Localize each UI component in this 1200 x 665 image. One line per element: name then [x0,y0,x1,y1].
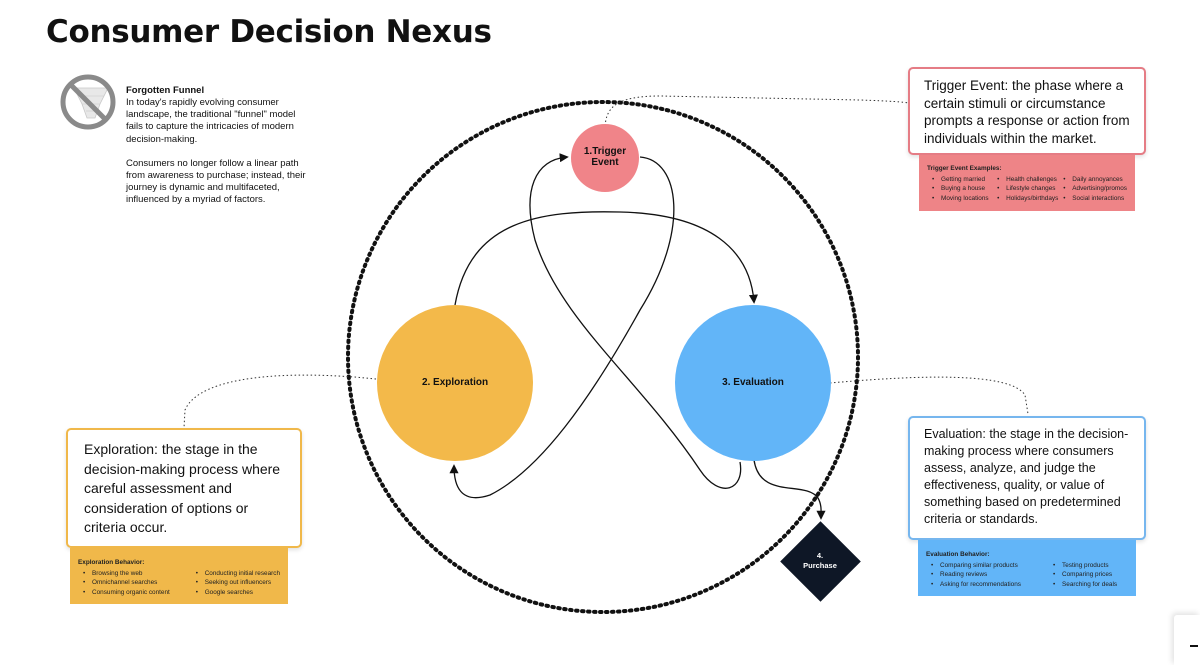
page-title: Consumer Decision Nexus [46,14,492,50]
list-item: Omnichannel searches [83,578,191,588]
list-item: Seeking out influencers [196,578,280,588]
exploration-behavior-box: Exploration Behavior: Browsing the web O… [70,548,288,604]
trigger-examples-column: Getting married Buying a house Moving lo… [927,175,992,204]
forgotten-funnel-paragraph-1: In today's rapidly evolving consumer lan… [126,97,296,145]
list-item: Comparing prices [1053,570,1117,580]
evaluation-node [675,305,831,461]
forgotten-funnel-heading: Forgotten Funnel [126,85,205,96]
list-item: Reading reviews [931,570,1048,580]
exploration-node [377,305,533,461]
list-item: Buying a house [932,184,992,194]
trigger-to-exploration-arrow [449,156,675,499]
list-item: Holidays/birthdays [997,194,1058,204]
list-item: Social interactions [1063,194,1127,204]
exploration-label: 2. Exploration [421,377,489,388]
list-item: Lifestyle changes [997,184,1058,194]
list-item: Moving locations [932,194,992,204]
exploration-definition-card: Exploration: the stage in the decision-m… [66,428,302,548]
list-item: Google searches [196,588,280,598]
trigger-connector [604,95,909,131]
list-item: Testing products [1053,561,1117,571]
evaluation-definition-card: Evaluation: the stage in the decision-ma… [908,416,1146,540]
forgotten-funnel-body: In today's rapidly evolving consumer lan… [126,97,311,219]
purchase-node [780,521,861,602]
evaluation-behavior-column: Comparing similar products Reading revie… [926,561,1048,590]
list-item: Advertising/promos [1063,184,1127,194]
zoom-control-button[interactable] [1174,615,1200,665]
trigger-event-node [571,124,639,192]
evaluation-behavior-title: Evaluation Behavior: [926,551,990,558]
trigger-examples-column: Health challenges Lifestyle changes Holi… [992,175,1058,204]
list-item: Comparing similar products [931,561,1048,571]
trigger-event-definition-card: Trigger Event: the phase where a certain… [908,67,1146,155]
list-item: Consuming organic content [83,588,191,598]
trigger-event-label: 1.Trigger Event [583,146,627,168]
evaluation-to-trigger-arrow [529,153,742,489]
evaluation-behavior-column: Testing products Comparing prices Search… [1048,561,1117,590]
list-item: Searching for deals [1053,580,1117,590]
trigger-examples-column: Daily annoyances Advertising/promos Soci… [1058,175,1127,204]
exploration-connector [183,374,377,429]
forgotten-funnel-paragraph-2: Consumers no longer follow a linear path… [126,157,306,206]
list-item: Conducting initial research [196,569,280,579]
exploration-behavior-title: Exploration Behavior: [78,559,145,566]
nexus-dotted-ring [346,100,860,614]
exploration-to-evaluation-arrow [454,211,758,306]
evaluation-label: 3. Evaluation [722,377,784,388]
purchase-label: 4. Purchase [803,551,837,570]
minus-icon [1190,645,1198,647]
evaluation-to-purchase-arrow [753,459,826,520]
evaluation-behavior-box: Evaluation Behavior: Comparing similar p… [918,540,1136,596]
exploration-behavior-column: Browsing the web Omnichannel searches Co… [78,569,191,598]
list-item: Getting married [932,175,992,185]
evaluation-connector [829,376,1029,415]
no-funnel-icon [60,74,116,130]
list-item: Health challenges [997,175,1058,185]
exploration-behavior-column: Conducting initial research Seeking out … [191,569,280,598]
list-item: Browsing the web [83,569,191,579]
list-item: Daily annoyances [1063,175,1127,185]
list-item: Asking for recommendations [931,580,1048,590]
trigger-event-examples-box: Trigger Event Examples: Getting married … [919,155,1135,211]
trigger-examples-title: Trigger Event Examples: [927,165,1002,172]
